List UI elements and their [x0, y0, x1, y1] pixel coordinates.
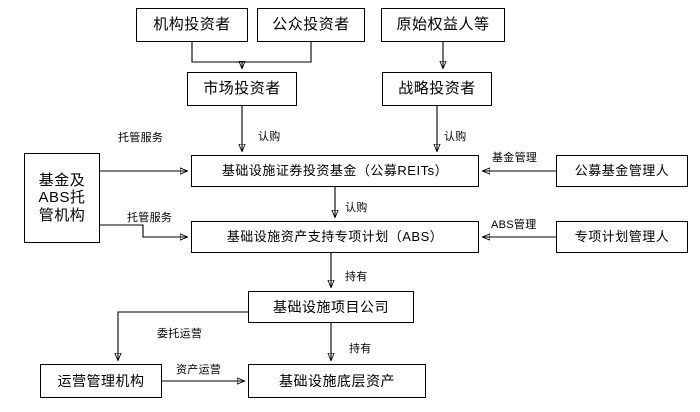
node-public-fund-manager[interactable]: 公募基金管理人	[556, 155, 688, 187]
edge-label-fund-management: 基金管理	[492, 152, 538, 164]
edge-label-asset-operation: 资产运营	[176, 364, 222, 376]
node-market-investor[interactable]: 市场投资者	[187, 72, 297, 106]
edge-label-hold-1: 持有	[345, 271, 368, 283]
edge-custodian-to-abs	[100, 224, 187, 237]
node-abs-plan-manager[interactable]: 专项计划管理人	[556, 221, 688, 253]
edge-label-subscribe-3: 认购	[345, 202, 368, 214]
node-underlying-assets[interactable]: 基础设施底层资产	[248, 364, 426, 398]
node-fund-and-abs-custodian[interactable]: 基金及 ABS托 管机构	[24, 153, 100, 243]
edge-public-investor-to-market	[242, 42, 312, 63]
edge-label-subscribe-1: 认购	[258, 131, 281, 143]
node-operation-manager[interactable]: 运营管理机构	[40, 364, 162, 398]
node-strategic-investor[interactable]: 战略投资者	[382, 72, 492, 106]
node-public-investor[interactable]: 公众投资者	[257, 8, 365, 42]
edge-inst-investor-to-market	[191, 42, 242, 68]
edge-label-custody-service-1: 托管服务	[118, 132, 164, 144]
edge-label-abs-management: ABS管理	[491, 219, 537, 231]
node-abs-special-plan[interactable]: 基础设施资产支持专项计划（ABS）	[191, 221, 479, 253]
edge-label-hold-2: 持有	[349, 343, 372, 355]
node-original-equity-holder[interactable]: 原始权益人等	[381, 8, 505, 42]
edge-label-entrusted-operation: 委托运营	[157, 328, 203, 340]
edge-label-subscribe-2: 认购	[444, 131, 467, 143]
node-infrastructure-reits-fund[interactable]: 基础设施证券投资基金（公募REITs）	[191, 155, 479, 187]
edge-label-custody-service-2: 托管服务	[127, 212, 173, 224]
node-institutional-investor[interactable]: 机构投资者	[136, 8, 248, 42]
node-project-company[interactable]: 基础设施项目公司	[248, 291, 414, 323]
